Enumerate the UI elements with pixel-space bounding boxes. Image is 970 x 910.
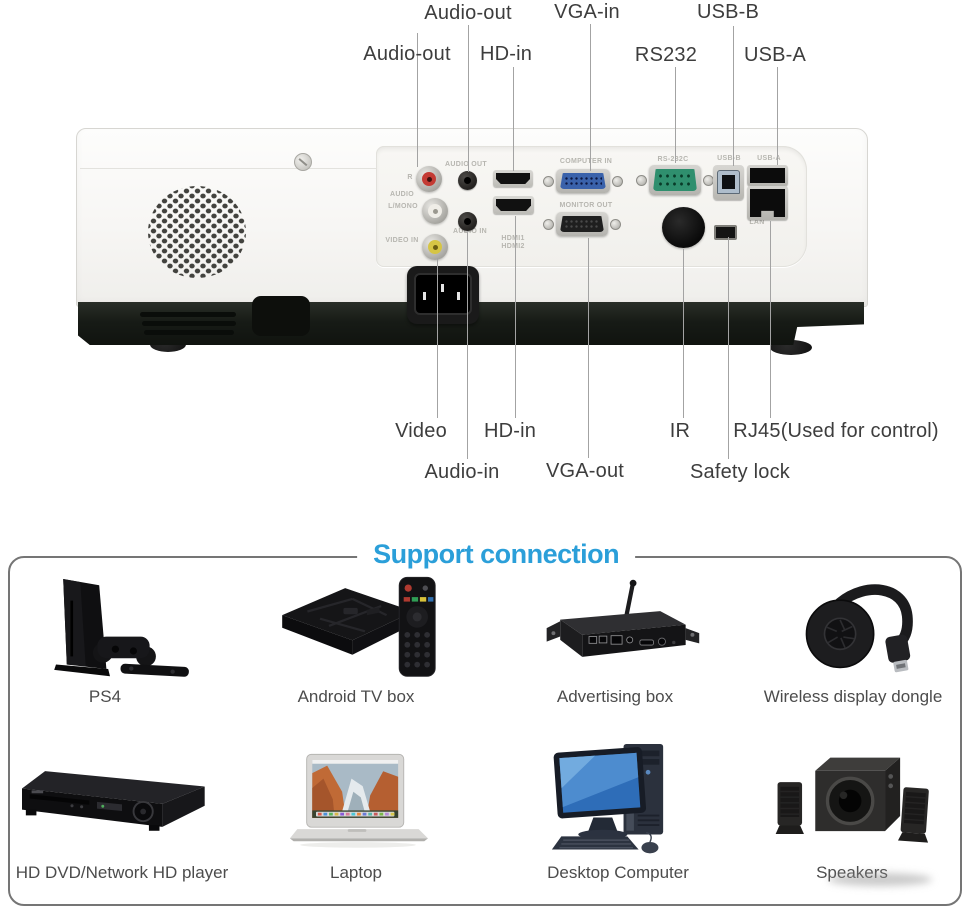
- hd-dvd-player-image: [16, 750, 228, 850]
- label-ir: IR: [669, 420, 691, 442]
- label-rj45: RJ45(Used for control): [733, 420, 939, 442]
- print-computer-in: COMPUTER IN: [559, 158, 613, 165]
- print-r: R: [407, 174, 413, 181]
- label-usb-a: USB-A: [743, 44, 807, 66]
- device-label-laptop: Laptop: [330, 863, 382, 882]
- screw-icon: [294, 153, 312, 171]
- base-recess: [252, 296, 310, 336]
- leader-line: [675, 67, 676, 163]
- device-label-desktop-computer: Desktop Computer: [547, 863, 689, 882]
- label-video: Video: [395, 420, 447, 442]
- advertising-box-image: [528, 578, 706, 690]
- label-audio-out-top: Audio-out: [424, 2, 512, 24]
- speakers-image: [770, 744, 935, 856]
- security-slot: [714, 225, 737, 240]
- print-usb-b: USB-B: [717, 155, 741, 162]
- body-seam-line: [80, 168, 378, 169]
- speaker-grille: [148, 186, 246, 278]
- vga-out-port: [543, 212, 621, 236]
- leader-line: [513, 67, 514, 171]
- wireless-dongle-image: [768, 572, 940, 694]
- vga-in-body: [556, 169, 610, 193]
- label-hd-in-bottom: HD-in: [483, 420, 537, 442]
- dsub-screw: [543, 175, 554, 187]
- label-hd-in-top: HD-in: [479, 43, 533, 65]
- print-l-mono: L/MONO: [388, 203, 418, 210]
- leader-line: [770, 221, 771, 418]
- leader-line: [467, 231, 468, 459]
- label-vga-in: VGA-in: [554, 1, 620, 23]
- leader-line: [590, 24, 591, 171]
- rca-audio-l-port: [422, 198, 448, 224]
- watermark-smudge: [828, 873, 932, 886]
- print-hdmi1: HDMI1: [501, 235, 525, 242]
- support-connection-box: Support connection: [8, 539, 962, 906]
- android-tv-box-image: [266, 574, 446, 694]
- ac-power-inlet: [407, 266, 479, 324]
- print-audio-in: AUDIO IN: [453, 228, 487, 235]
- dsub-screw: [610, 218, 621, 230]
- label-audio-out-2: Audio-out: [363, 43, 451, 65]
- device-label-hd-dvd-player: HD DVD/Network HD player: [15, 863, 229, 882]
- rs232c-body: [649, 165, 701, 195]
- leader-line: [777, 67, 778, 165]
- usb-a-port: [747, 165, 788, 186]
- hdmi2-port: [493, 196, 534, 214]
- leader-line: [437, 258, 438, 418]
- ir-receiver: [662, 207, 705, 248]
- print-lan: LAN: [749, 219, 765, 226]
- laptop-image: [288, 750, 428, 854]
- leader-line: [468, 25, 469, 172]
- dsub-screw: [543, 218, 554, 230]
- ps4-image: [20, 572, 200, 694]
- leader-line: [417, 33, 418, 167]
- audio-in-jack: [458, 212, 477, 231]
- leader-line: [728, 237, 729, 459]
- vent-slot: [140, 312, 236, 317]
- device-label-advertising-box: Advertising box: [556, 687, 674, 706]
- print-monitor-out: MONITOR OUT: [559, 202, 613, 209]
- label-audio-in: Audio-in: [424, 461, 500, 483]
- vent-slot: [142, 321, 236, 326]
- hdmi1-port: [493, 170, 533, 187]
- label-safety-lock: Safety lock: [689, 461, 791, 483]
- device-label-wireless-dongle: Wireless display dongle: [763, 687, 943, 706]
- label-rs232: RS232: [634, 44, 698, 66]
- vent-slot: [144, 330, 234, 335]
- rs232c-port: [636, 165, 714, 195]
- rca-audio-r-port: [416, 166, 442, 192]
- leader-line: [588, 238, 589, 458]
- device-label-ps4: PS4: [88, 687, 122, 706]
- print-usb-a: USB-A: [757, 155, 781, 162]
- print-video-in: VIDEO IN: [385, 237, 419, 244]
- leader-line: [733, 26, 734, 166]
- desktop-computer-image: [550, 742, 682, 860]
- label-usb-b: USB-B: [696, 1, 760, 23]
- leader-line: [683, 249, 684, 418]
- dsub-screw: [612, 175, 623, 187]
- print-audio-out: AUDIO OUT: [445, 161, 487, 168]
- usb-b-port: [713, 165, 744, 200]
- print-rs232c: RS-232C: [657, 156, 689, 163]
- leader-line: [515, 216, 516, 418]
- lan-port: [747, 186, 788, 220]
- support-connection-title: Support connection: [357, 539, 636, 570]
- audio-out-jack: [458, 171, 477, 190]
- print-hdmi2: HDMI2: [501, 243, 525, 250]
- print-audio: AUDIO: [389, 191, 415, 198]
- vga-in-port: [543, 169, 623, 193]
- rca-video-in-port: [422, 234, 448, 260]
- vga-out-body: [556, 212, 608, 236]
- label-vga-out: VGA-out: [545, 460, 625, 482]
- dsub-screw: [636, 174, 647, 186]
- device-label-android-tv-box: Android TV box: [297, 687, 415, 706]
